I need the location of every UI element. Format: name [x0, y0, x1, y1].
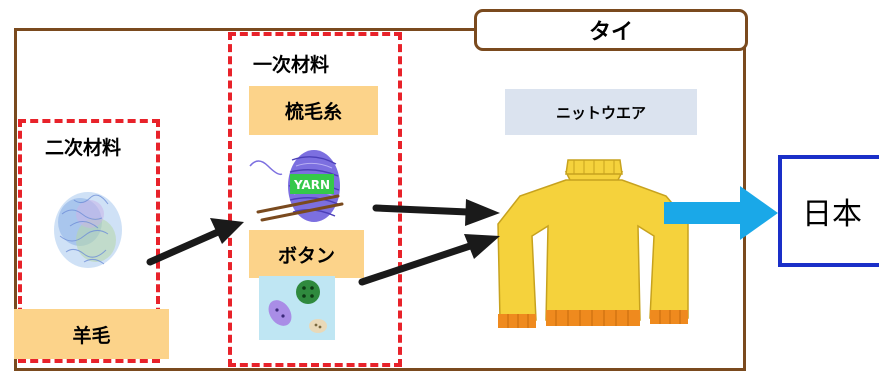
buttons-icon — [259, 276, 335, 340]
secondary-material-heading: 二次材料 — [45, 137, 122, 159]
japan-box: 日本 — [778, 155, 879, 267]
yarn-tag-text: YARN — [293, 178, 330, 192]
wool-label: 羊毛 — [14, 309, 169, 359]
primary-material-heading: 一次材料 — [253, 54, 330, 76]
worsted-yarn-label: 梳毛糸 — [249, 86, 378, 135]
knitwear-label: ニットウエア — [505, 89, 697, 135]
sweater-icon — [497, 159, 689, 328]
flow-arrow-yarn-to-knitwear — [372, 199, 500, 226]
flow-arrow-button-to-knitwear — [358, 234, 500, 286]
button-label: ボタン — [249, 230, 364, 278]
yarn-icon: YARN — [249, 150, 344, 222]
primary-material-box — [228, 32, 402, 367]
wool-icon — [54, 192, 122, 268]
export-arrow — [664, 186, 778, 240]
country-label: タイ — [474, 9, 748, 51]
japan-label: 日本 — [802, 197, 862, 232]
flow-arrow-wool-to-yarn — [146, 218, 244, 266]
secondary-material-box — [18, 119, 160, 363]
